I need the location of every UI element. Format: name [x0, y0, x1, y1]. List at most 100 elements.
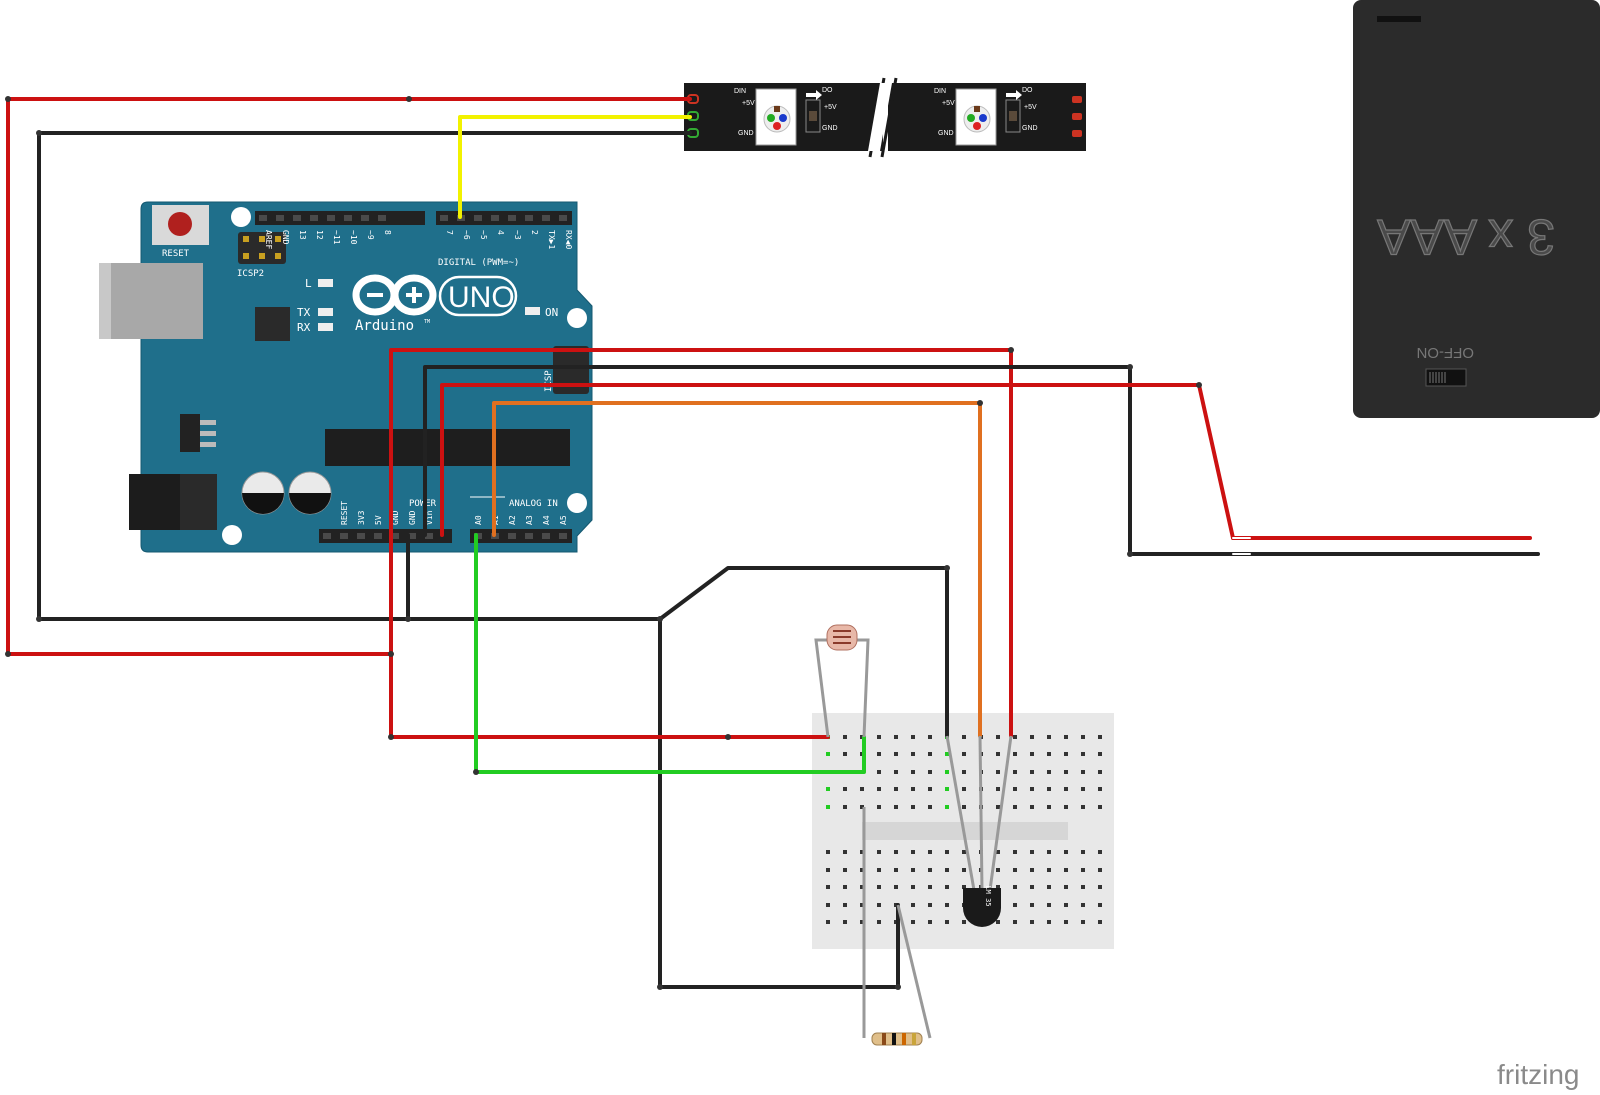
header-pin[interactable] [559, 533, 567, 539]
breadboard-hole[interactable] [1064, 805, 1068, 809]
breadboard-hole[interactable] [962, 787, 966, 791]
header-pin[interactable] [276, 215, 284, 221]
breadboard-hole[interactable] [843, 868, 847, 872]
header-pin[interactable] [293, 215, 301, 221]
resistor[interactable] [871, 1032, 923, 1046]
breadboard-hole[interactable] [1030, 868, 1034, 872]
breadboard-hole[interactable] [962, 805, 966, 809]
breadboard-hole[interactable] [860, 805, 864, 809]
breadboard-hole[interactable] [945, 903, 949, 907]
breadboard-hole[interactable] [1030, 770, 1034, 774]
breadboard-hole[interactable] [996, 805, 1000, 809]
lm35-temperature-sensor[interactable]: LM 35 [945, 735, 1013, 927]
breadboard-hole[interactable] [1013, 735, 1017, 739]
breadboard-hole[interactable] [911, 752, 915, 756]
breadboard-hole[interactable] [1064, 735, 1068, 739]
breadboard-hole[interactable] [826, 903, 830, 907]
breadboard-hole[interactable] [1064, 770, 1068, 774]
breadboard-hole[interactable] [894, 850, 898, 854]
breadboard-hole[interactable] [928, 752, 932, 756]
breadboard-hole[interactable] [826, 850, 830, 854]
breadboard-hole[interactable] [843, 920, 847, 924]
breadboard-hole[interactable] [1030, 752, 1034, 756]
header-pin[interactable] [542, 215, 550, 221]
breadboard-hole[interactable] [843, 805, 847, 809]
breadboard-hole[interactable] [1047, 885, 1051, 889]
breadboard-hole[interactable] [1098, 787, 1102, 791]
breadboard-hole[interactable] [1081, 850, 1085, 854]
breadboard-hole[interactable] [945, 868, 949, 872]
breadboard-hole[interactable] [945, 920, 949, 924]
breadboard-hole[interactable] [1030, 805, 1034, 809]
breadboard-hole[interactable] [1030, 787, 1034, 791]
breadboard-hole[interactable] [826, 787, 830, 791]
breadboard-hole[interactable] [911, 903, 915, 907]
breadboard-hole[interactable] [877, 850, 881, 854]
breadboard-hole[interactable] [860, 885, 864, 889]
header-pin[interactable] [357, 533, 365, 539]
breadboard-hole[interactable] [945, 752, 949, 756]
breadboard-hole[interactable] [1013, 868, 1017, 872]
wire-orange-sensor-signal[interactable] [492, 401, 982, 738]
breadboard-hole[interactable] [1047, 903, 1051, 907]
breadboard-hole[interactable] [1013, 770, 1017, 774]
breadboard-hole[interactable] [1047, 787, 1051, 791]
header-pin[interactable] [327, 215, 335, 221]
breadboard-hole[interactable] [996, 868, 1000, 872]
breadboard-hole[interactable] [1098, 735, 1102, 739]
breadboard-hole[interactable] [826, 920, 830, 924]
breadboard-hole[interactable] [911, 805, 915, 809]
breadboard-hole[interactable] [928, 868, 932, 872]
breadboard-hole[interactable] [860, 903, 864, 907]
breadboard-hole[interactable] [1013, 920, 1017, 924]
breadboard-hole[interactable] [1047, 735, 1051, 739]
breadboard-hole[interactable] [843, 903, 847, 907]
breadboard-hole[interactable] [962, 885, 966, 889]
breadboard-hole[interactable] [1013, 850, 1017, 854]
breadboard-hole[interactable] [843, 885, 847, 889]
wire-green-photocell-signal[interactable] [474, 533, 866, 774]
header-pin[interactable] [508, 533, 516, 539]
breadboard-hole[interactable] [928, 805, 932, 809]
breadboard-hole[interactable] [1013, 805, 1017, 809]
wire-red-5v-photocell[interactable] [389, 533, 830, 739]
breadboard-hole[interactable] [826, 752, 830, 756]
wire-yellow-data[interactable] [458, 115, 692, 219]
breadboard-hole[interactable] [860, 920, 864, 924]
breadboard-hole[interactable] [1013, 903, 1017, 907]
header-pin[interactable] [378, 215, 386, 221]
icsp-header[interactable] [553, 346, 589, 394]
breadboard-hole[interactable] [860, 850, 864, 854]
breadboard-hole[interactable] [911, 920, 915, 924]
breadboard-hole[interactable] [843, 735, 847, 739]
header-pin[interactable] [559, 215, 567, 221]
breadboard-hole[interactable] [1047, 752, 1051, 756]
breadboard-hole[interactable] [928, 885, 932, 889]
breadboard-hole[interactable] [877, 770, 881, 774]
breadboard-hole[interactable] [928, 770, 932, 774]
breadboard-hole[interactable] [1013, 885, 1017, 889]
breadboard-hole[interactable] [877, 920, 881, 924]
breadboard-hole[interactable] [894, 885, 898, 889]
breadboard-hole[interactable] [996, 787, 1000, 791]
breadboard-hole[interactable] [894, 805, 898, 809]
header-pin[interactable] [344, 215, 352, 221]
breadboard-hole[interactable] [894, 770, 898, 774]
breadboard-hole[interactable] [911, 868, 915, 872]
breadboard-hole[interactable] [1098, 868, 1102, 872]
breadboard-hole[interactable] [860, 868, 864, 872]
header-pin[interactable] [310, 215, 318, 221]
breadboard-hole[interactable] [826, 805, 830, 809]
breadboard-hole[interactable] [843, 850, 847, 854]
header-pin[interactable] [508, 215, 516, 221]
breadboard-hole[interactable] [911, 770, 915, 774]
breadboard-hole[interactable] [1064, 920, 1068, 924]
breadboard-hole[interactable] [877, 868, 881, 872]
wire-red-5v-sensor[interactable] [389, 348, 1013, 738]
breadboard-hole[interactable] [945, 885, 949, 889]
breadboard-hole[interactable] [928, 903, 932, 907]
usb-connector[interactable] [99, 263, 203, 339]
breadboard-hole[interactable] [1081, 868, 1085, 872]
breadboard-hole[interactable] [1098, 770, 1102, 774]
